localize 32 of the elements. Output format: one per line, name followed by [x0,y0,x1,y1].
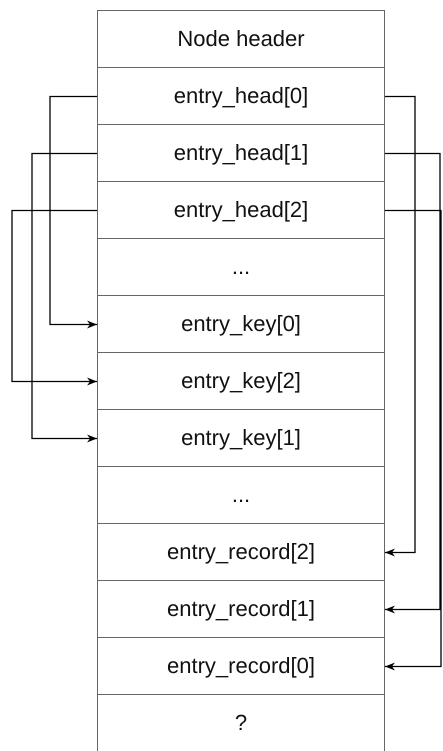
row-label: entry_record[0] [167,653,315,679]
row-label: entry_head[2] [174,197,308,223]
table-row-cell [97,181,385,239]
row-label: entry_key[0] [181,311,301,337]
table-row-cell [97,238,385,296]
connector-arrow [385,96,416,556]
table-row-cell [97,352,385,410]
table-row-cell [97,466,385,524]
row-label: entry_head[1] [174,140,308,166]
connector-arrow [385,210,442,670]
connector-arrow [49,96,97,328]
connector-arrow [31,152,97,442]
table-row-cell [97,67,385,125]
row-label: ? [234,710,248,736]
row-label: ... [232,254,250,280]
table-row-cell [97,523,385,581]
row-label: entry_record[2] [167,539,315,565]
row-label: ... [232,482,250,508]
table-row-cell [97,694,385,751]
table-row-cell [97,124,385,182]
row-label: entry_key[1] [181,425,301,451]
row-label: Node header [177,26,305,52]
connector-arrow [385,152,441,614]
header-cell [97,10,385,68]
row-label: entry_key[2] [181,368,301,394]
row-label: entry_head[0] [174,83,308,109]
connector-arrow [11,210,97,386]
row-label: entry_record[1] [167,596,315,622]
table-row-cell [97,295,385,353]
table-row-cell [97,637,385,695]
table-row-cell [97,409,385,467]
table-row-cell [97,580,385,638]
